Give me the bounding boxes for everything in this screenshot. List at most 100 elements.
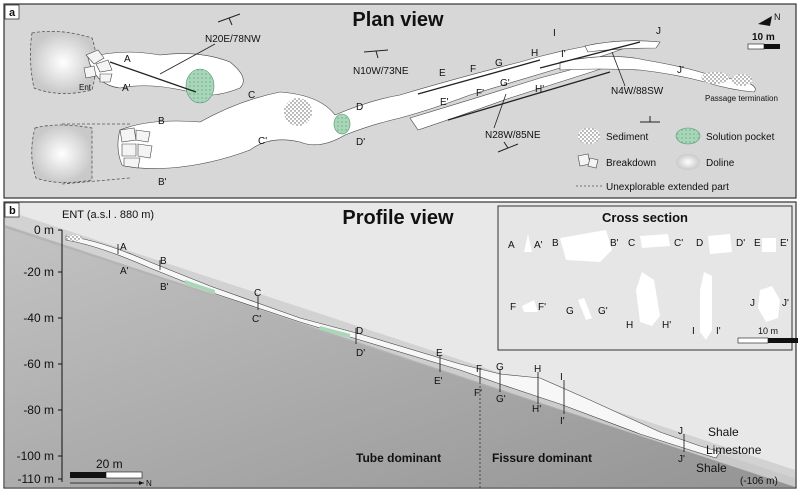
station-C-prime: C'	[258, 136, 267, 147]
sediment-2	[701, 72, 729, 84]
xsec-E-prime: E'	[780, 238, 789, 249]
xsec-I-shape	[700, 272, 712, 340]
profile-solution-pocket-1	[185, 280, 215, 294]
breakdown-lower	[119, 127, 153, 169]
station-H: H	[531, 48, 538, 59]
pstation-C-prime: C'	[252, 314, 261, 325]
legend-sediment-swatch	[578, 128, 600, 144]
depth-20: -20 m	[23, 265, 54, 279]
pstation-A: A	[120, 242, 127, 253]
xsec-D-prime: D'	[736, 238, 745, 249]
breakdown-upper	[83, 49, 113, 83]
legend-solution-swatch	[675, 127, 701, 145]
pstation-B-prime: B'	[160, 282, 169, 293]
xsec-B: B	[552, 238, 559, 249]
stratum-shale-top: Shale	[708, 425, 739, 439]
terminal-passage	[559, 56, 756, 93]
unexplorable-line-2	[61, 177, 131, 185]
cross-section-title: Cross section	[602, 210, 688, 225]
legend-breakdown: Breakdown	[606, 158, 656, 169]
panel-a-tag: a	[9, 7, 16, 19]
pstation-I-prime: I'	[560, 416, 565, 427]
station-I: I	[553, 28, 556, 39]
zone-fissure: Fissure dominant	[492, 451, 592, 465]
xsec-F-shape	[522, 300, 538, 312]
xsec-F-prime: F'	[538, 302, 546, 313]
svg-text:20 m: 20 m	[96, 457, 123, 471]
panel-b-tag: b	[9, 205, 16, 217]
plan-scale-bar: 10 m	[747, 32, 780, 50]
cross-section-scale-bar: 10 m	[737, 326, 798, 344]
stratum-limestone: Limestone	[706, 443, 762, 457]
xsec-J-prime: J'	[782, 298, 789, 309]
pstation-F-prime: F'	[474, 388, 482, 399]
pstation-J-prime: J'	[678, 454, 685, 465]
plan-station-labels: A A' B B' C C' D D' E E' F F' G G' H H' …	[122, 26, 684, 188]
legend-breakdown-swatch	[577, 153, 599, 169]
depth-40: -40 m	[23, 311, 54, 325]
pstation-G-prime: G'	[496, 394, 506, 405]
station-E: E	[439, 68, 446, 79]
stratum-shale-bottom: Shale	[696, 461, 727, 475]
xsec-B-prime: B'	[610, 238, 619, 249]
panel-a: a Plan view	[3, 3, 797, 199]
station-J: J	[656, 26, 661, 37]
xsec-J-shape	[758, 286, 780, 322]
svg-text:10 m: 10 m	[758, 326, 778, 336]
xsec-G-shape	[578, 298, 592, 320]
depth-60: -60 m	[23, 357, 54, 371]
strike-leaders	[159, 43, 626, 129]
legend-solution-pocket: Solution pocket	[706, 132, 775, 143]
doline-lower	[31, 124, 93, 183]
plan-legend: Sediment Solution pocket Breakdown Dolin…	[576, 127, 775, 193]
station-B: B	[158, 116, 165, 127]
depth-100: -100 m	[17, 449, 54, 463]
pstation-D: D	[356, 326, 363, 337]
xsec-G: G	[566, 306, 574, 317]
station-B-prime: B'	[158, 177, 167, 188]
panel-a-tag-box	[4, 4, 20, 20]
pstation-J: J	[678, 426, 683, 437]
strike-label-1: N20E/78NW	[205, 34, 261, 45]
fracture-2	[417, 59, 541, 95]
xsec-C-shape	[640, 234, 670, 248]
xsec-H-prime: H'	[662, 320, 671, 331]
xsec-E-shape	[762, 238, 776, 252]
xsec-F: F	[510, 302, 516, 313]
zone-tube: Tube dominant	[356, 451, 441, 465]
sediment-3	[732, 74, 752, 86]
xsec-B-shape	[560, 230, 612, 262]
plan-view-title: Plan view	[352, 9, 444, 31]
xsec-H-shape	[636, 272, 660, 326]
xsec-C-prime: C'	[674, 238, 683, 249]
profile-solution-pocket-2	[320, 326, 350, 338]
station-F-prime: F'	[476, 88, 484, 99]
fracture-1	[109, 61, 197, 93]
xsec-I: I	[692, 326, 695, 337]
station-E-prime: E'	[440, 97, 449, 108]
pstation-D-prime: D'	[356, 348, 365, 359]
xsec-A: A	[508, 240, 515, 251]
legend-doline-swatch	[676, 154, 700, 170]
profile-shadow	[5, 225, 795, 487]
xsec-H: H	[626, 320, 633, 331]
pstation-H: H	[534, 364, 541, 375]
xsec-J: J	[750, 298, 755, 309]
profile-scale-bar: 20 m N	[70, 457, 152, 488]
legend-sediment: Sediment	[606, 132, 648, 143]
pstation-G: G	[496, 362, 504, 373]
station-G: G	[495, 58, 503, 69]
strike-label-3: N28W/85NE	[485, 130, 541, 141]
station-H-prime: H'	[535, 84, 544, 95]
xsec-I-prime: I'	[716, 326, 721, 337]
panel-b: b Profile view ENT (a.s.l . 880 m) 0 m -…	[3, 201, 797, 489]
station-A: A	[124, 54, 131, 65]
svg-text:N: N	[774, 12, 781, 22]
station-A-prime: A'	[122, 83, 131, 94]
profile-entrance-label: ENT (a.s.l . 880 m)	[62, 209, 154, 221]
station-G-prime: G'	[500, 78, 510, 89]
depth-ticks	[58, 229, 62, 480]
xsec-C: C	[628, 238, 635, 249]
